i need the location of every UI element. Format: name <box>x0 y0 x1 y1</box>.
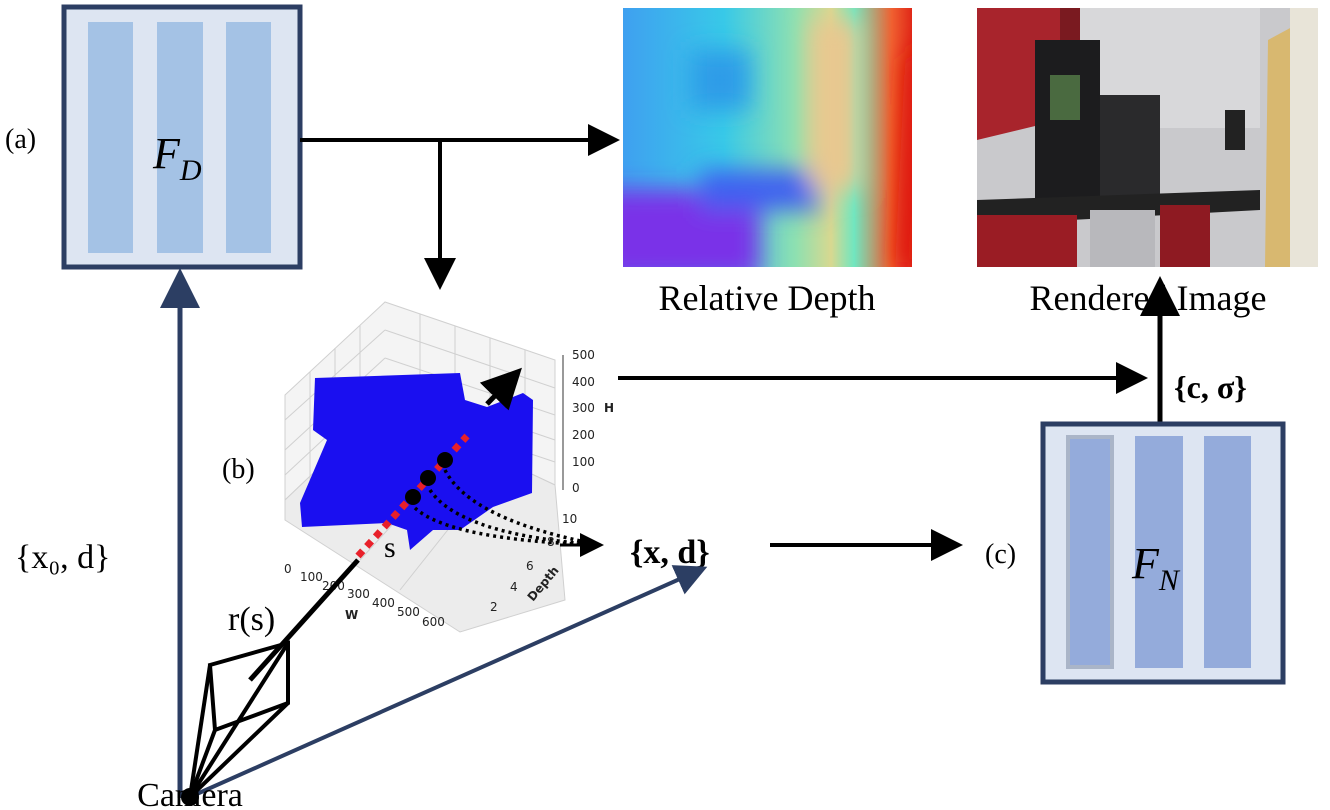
h-tick: 400 <box>572 375 595 389</box>
label-c: (c) <box>985 539 1016 570</box>
camera-ray <box>248 558 360 682</box>
w-axis-label: W <box>345 608 358 622</box>
camera-label: Camera <box>137 777 243 810</box>
rendered-image <box>977 8 1318 267</box>
r-s-label: r(s) <box>228 601 275 638</box>
x0-d-label: {x₀, d} <box>15 539 111 576</box>
camera-origin <box>181 788 199 806</box>
s-label: s <box>384 531 396 564</box>
w-tick: 400 <box>372 596 395 610</box>
h-tick: 200 <box>572 428 595 442</box>
label-b: (b) <box>222 454 255 485</box>
h-tick: 100 <box>572 455 595 469</box>
sample-flow-curves <box>413 469 601 547</box>
h-axis-label: H <box>604 401 614 415</box>
rendered-image-caption: Rendered Image <box>1030 278 1267 318</box>
w-tick: 500 <box>397 605 420 619</box>
view-direction-arrow <box>479 367 522 411</box>
fn-label: FN <box>1131 539 1181 597</box>
fn-network-box: FN <box>1040 421 1286 685</box>
c-sigma-label: {c, σ} <box>1174 369 1247 405</box>
depth-tick: 10 <box>562 512 577 526</box>
depth-tick: 2 <box>490 600 498 614</box>
w-tick: 100 <box>300 570 323 584</box>
depth-surface <box>300 373 533 550</box>
h-tick: 300 <box>572 401 595 415</box>
fd-label: FD <box>152 129 202 187</box>
x-d-label: {x, d} <box>630 534 710 571</box>
arrow-camera-to-xd <box>189 565 708 799</box>
depth-tick: 6 <box>526 559 534 573</box>
w-tick: 600 <box>422 615 445 629</box>
sample-point <box>437 452 453 468</box>
h-tick: 500 <box>572 348 595 362</box>
h-tick: 0 <box>572 481 580 495</box>
camera-icon <box>188 640 290 799</box>
depth-3d-plot: 500 400 300 200 100 0 H 10 8 6 4 2 Depth… <box>284 301 614 633</box>
relative-depth-image <box>623 8 912 267</box>
relative-depth-caption: Relative Depth <box>659 278 876 318</box>
sample-point <box>405 489 421 505</box>
label-a: (a) <box>5 124 36 155</box>
w-tick: 0 <box>284 562 292 576</box>
sample-point <box>420 470 436 486</box>
depth-tick: 4 <box>510 580 518 594</box>
fd-network-box: FD <box>61 4 303 270</box>
w-tick: 300 <box>347 587 370 601</box>
depth-tick: 8 <box>547 535 555 549</box>
